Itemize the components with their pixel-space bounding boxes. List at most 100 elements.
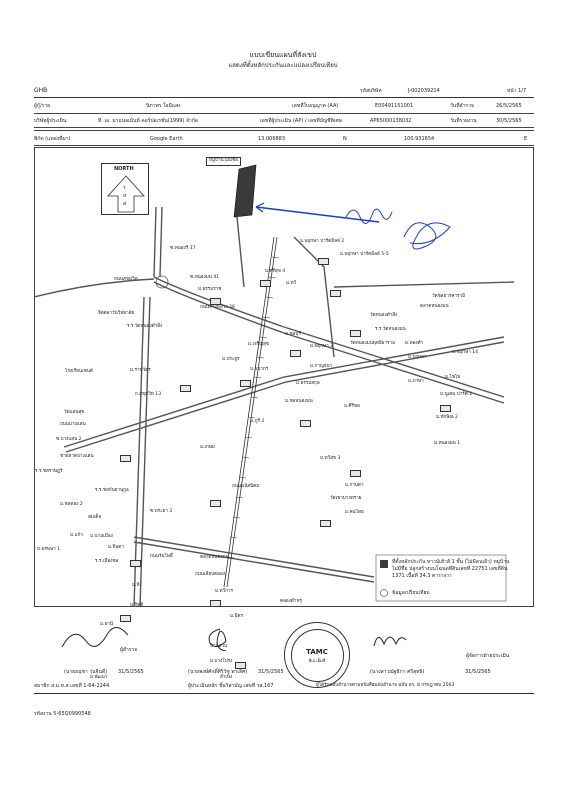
map-label: ม.ไชโย [445,375,461,380]
cert-value: E00491151001 [375,103,414,109]
map-label: ม.ทวี [286,281,297,286]
ref-value: J-002039214 [408,88,440,94]
building-icon [210,500,221,507]
signature-blue-1 [345,208,393,224]
map-label: ม.ทวีสุข 3 [320,456,341,461]
map-label: วัดแสนสุข [64,410,85,415]
map-label: ม.เกษม [200,445,215,450]
latitude-dir: N [343,136,347,142]
pointer-arrow [255,206,380,223]
map-label: ม.ทักษิณ 2 [436,415,458,420]
header-rule [34,97,534,98]
map-label: วัดหนองตำลึง [370,313,398,318]
building-icon [235,662,246,669]
map-label: ม.ชลหนองมน [285,399,313,404]
map-label: ม.ธนากร [250,367,269,372]
company-rep-signature [373,636,407,647]
map-label: ถ.สุขุมวิท 13 [135,392,162,397]
company-label: บริษัทผู้ประเมิน [34,118,67,124]
company-rep-date: 31/5/2565 [465,669,491,675]
map-label: จิตตลาวันวิทยาลัย [98,311,135,316]
info-row-3 [34,130,534,146]
road-network [34,206,515,607]
map-label: ม.กิตติ [130,603,144,608]
coord-source: Google Earth [150,136,183,142]
building-icon [130,560,141,567]
stamp-text: TAMC [306,648,328,656]
map-label: ม.ภูรี 2 [250,419,265,424]
map-label: ม.ทวีการ [215,589,233,594]
subject-site [233,164,257,218]
borrower-label: ผู้กู้/ราย [34,103,51,109]
map-label: ม.พฤกษา ปาร์คมิลล์ 2 [300,239,345,244]
company-stamp: TAMC ทีเอ เอ็มซี [284,622,350,688]
map-label: ม.กาญจนา [310,364,333,369]
north-label: NORTH [114,166,134,172]
map-label: ตลาดหนองมน [200,555,229,560]
borrower-value: นิภาพร ใจมีแสง [146,103,181,109]
appraiser-signature [208,628,227,651]
company-rep-note: ผู้ได้รับมอบอำนาจตามหนังสือมอบอำนาจ ฉบับ… [316,683,455,688]
building-icon [210,600,221,607]
map-label: ม.ธานี [100,622,114,627]
map-label: ม.ภาษา [408,379,424,384]
coord-label: พิกัด (แหล่งที่มา) [34,136,71,142]
map-label: สมเด็จ [88,515,102,520]
appraiser-label: เลขที่ผู้ประเมิน (AP) / เลขที่บัญชีพิเศษ [260,118,342,124]
map-label: ถนนบางแสน [60,422,86,427]
map-label: ม.มิตร [230,614,243,619]
map-label: ซ.หนองมน 41 [190,275,220,280]
map-label: ม.ชลทอง 2 [60,502,83,507]
appraiser-date: 31/5/2565 [258,669,284,675]
road-north-south [133,296,145,607]
map-label: สำเพ็ง [220,675,233,680]
survey-date-value: 26/5/2565 [496,103,522,109]
map-label: ซ.หนองรี 37 [170,246,196,251]
road-soi [235,206,245,288]
stamp-subtext: ทีเอ เอ็มซี [308,658,326,663]
building-icon [120,615,131,622]
survey-date-label: วันที่สำรวจ [450,103,474,109]
map-label: ม.พรพนา 1 [37,547,61,552]
north-letter-3: ส [123,201,127,207]
map-label: วัดหนองมนพุทธิยาราม [350,341,396,346]
surveyor-name: (นายอนุชา วุ่นจีนดี) [64,669,108,675]
building-icon [318,258,329,265]
building-icon [350,330,361,337]
building-icon [210,298,221,305]
building-icon [300,420,311,427]
building-icon [290,350,301,357]
map-label: ร.ร.วัดหนองมน [375,327,406,332]
map-label: ม.นามเมือง [90,534,113,539]
map-label: ร.ร.เมืองชล [95,559,119,564]
appraiser-value: AP65000138032 [370,118,412,124]
map-label: ถนนร่มโพธิ์ [150,554,173,559]
map-label: ม.ที [132,583,140,588]
map-label: ม.หนองมน 1 [434,441,461,446]
map-drawing [34,164,515,607]
map-label: ม.นูเคม ปาร์ค 2 [440,392,473,397]
north-arrow: NORTH ร ห ส [101,163,149,215]
report-date-value: 30/5/2565 [496,118,522,124]
road-west [34,278,155,298]
report-date-label: วันที่รายงาน [450,118,477,124]
road-diag [63,336,505,448]
legend-text: ที่ตั้งหลักประกัน ทาวน์เฮ้าส์ 1 ชั้น (ไม… [392,559,510,579]
north-arrow-icon [107,175,145,213]
building-icon [320,520,331,527]
road-low [133,536,375,578]
map-label: ถนนพนัสนิคม [232,484,260,489]
info-row-2 [34,113,534,128]
ref-label: รหัสบริษัท [360,88,382,94]
road-east [333,281,515,288]
north-letter-1: ร [123,185,126,191]
legend-compare: ข้อมูลเปรียบเทียบ [392,590,430,596]
footer-rule [34,693,534,694]
map-label: ม.พัฒนา [90,675,108,680]
longitude-dir: E [524,136,528,142]
map-label: ม.ทองคำ [405,341,424,346]
map-label: ม.ศรีสุข 4 [265,269,286,274]
report-code: รหัสงาน 5-65Q0990548 [34,711,91,717]
building-icon [180,385,191,392]
map-label: คลองตำหรุ [280,599,302,604]
